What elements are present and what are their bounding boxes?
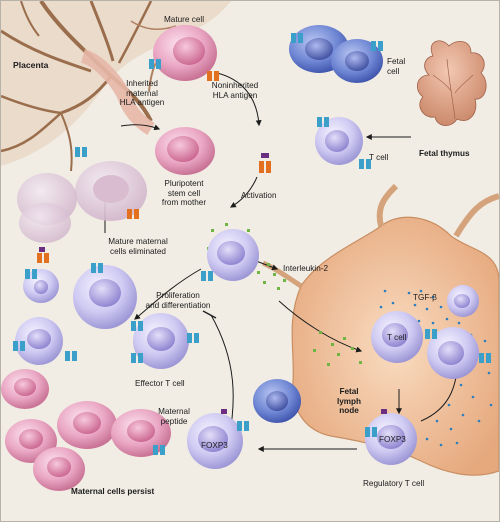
label-maternal-peptide: Maternal peptide [158, 407, 190, 426]
label-activation: Activation [241, 191, 277, 200]
label-foxp3-right: FOXP3 [379, 435, 406, 444]
pluripotent-stem-cell [155, 127, 215, 175]
label-inherited-hla: Inherited maternal HLA antigen [119, 79, 165, 108]
effector-t-cells [15, 265, 189, 369]
fetal-t-cell [315, 117, 363, 165]
fetal-cells [289, 25, 383, 83]
label-lymph-t-cell: T cell [387, 333, 407, 342]
label-effector-t-cell: Effector T cell [135, 379, 185, 388]
activated-t-cell [207, 229, 259, 281]
label-pluripotent-stem-cell: Pluripotent stem cell from mother [161, 179, 207, 208]
regulatory-t-cell-right [365, 413, 417, 465]
label-t-cell: T cell [369, 153, 389, 162]
label-noninherited-hla: Noninherited HLA antigen [211, 81, 259, 100]
suppression-bar [202, 310, 217, 319]
regulatory-t-cell-left [187, 413, 243, 469]
label-mature-cell: Mature cell [163, 15, 205, 24]
fetal-thymus-organ [416, 40, 487, 126]
label-tgf-beta: TGF-β [413, 293, 437, 302]
label-interleukin-2: Interleukin-2 [283, 264, 329, 273]
label-foxp3-left: FOXP3 [201, 441, 228, 450]
label-placenta: Placenta [13, 60, 49, 70]
lymph-node-t-cells [371, 285, 479, 379]
label-fetal-thymus: Fetal thymus [419, 149, 470, 158]
umbilical-cord [80, 49, 155, 136]
label-maternal-cells-persist: Maternal cells persist [71, 487, 155, 496]
eliminated-maternal-cells [17, 161, 147, 303]
label-mature-maternal-eliminated: Mature maternal cells eliminated [108, 237, 168, 256]
label-proliferation: Proliferation and differentiation [145, 291, 211, 310]
label-fetal-lymph-node: Fetal lymph node [336, 387, 362, 416]
receptor-glyphs [13, 33, 491, 455]
mature-maternal-cell [153, 25, 217, 81]
fetal-cell-bottom [253, 379, 301, 423]
label-regulatory-t-cell: Regulatory T cell [363, 479, 425, 488]
label-fetal-cell: Fetal cell [387, 57, 406, 76]
